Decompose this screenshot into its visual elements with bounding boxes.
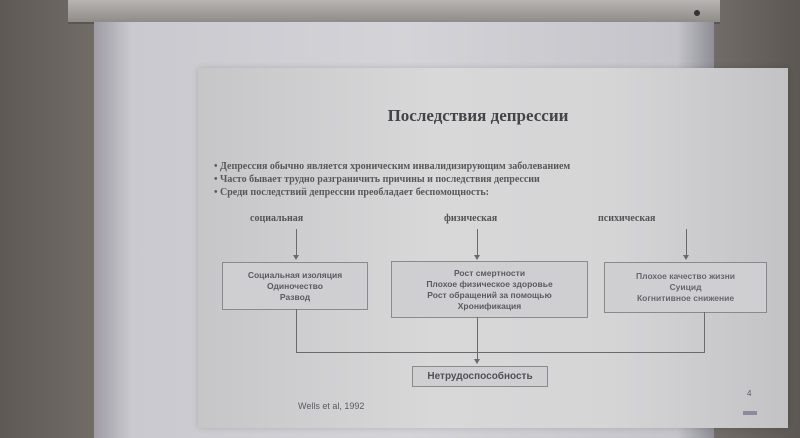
box-physical: Рост смертности Плохое физическое здоров… (391, 261, 588, 318)
arrow-head (293, 255, 299, 260)
box-item: Когнитивное снижение (636, 293, 735, 303)
category-label-physical: физическая (444, 213, 498, 224)
connector-line (477, 317, 478, 359)
category-label-social: социальная (250, 213, 304, 224)
box-item: Плохое качество жизни (636, 271, 735, 281)
arrow-head (683, 255, 689, 260)
bullet-1: Депрессия обычно является хроническим ин… (214, 161, 570, 172)
outcome-label: Нетрудоспособность (427, 371, 533, 382)
arrow-line (477, 229, 478, 255)
connector-line (296, 352, 705, 353)
slide-footer-mark (743, 411, 757, 415)
arrow-line (296, 229, 297, 255)
bullet-2: Часто бывает трудно разграничить причины… (214, 174, 540, 185)
bullet-3: Среди последствий депрессии преобладает … (214, 187, 489, 198)
arrow-head (474, 359, 480, 364)
box-item: Плохое физическое здоровье (426, 278, 553, 289)
category-label-mental: психическая (598, 213, 656, 224)
box-mental: Плохое качество жизни Суицид Когнитивное… (604, 262, 767, 313)
box-item: Одиночество (267, 280, 323, 291)
box-outcome: Нетрудоспособность (412, 366, 548, 387)
arrow-line (686, 229, 687, 255)
box-item: Рост смертности (453, 267, 526, 278)
box-item: Рост обращений за помощью (427, 289, 552, 300)
box-item: Хронификация (457, 300, 522, 311)
projector-screen-housing (68, 0, 720, 24)
connector-line (704, 312, 705, 353)
citation: Wells et al, 1992 (298, 401, 365, 411)
arrow-head (474, 255, 480, 260)
slide-title: Последствия депрессии (387, 106, 569, 125)
box-item: Социальная изоляция (247, 269, 343, 280)
projection-screen: Последствия депрессии Депрессия обычно я… (94, 22, 788, 438)
box-social: Социальная изоляция Одиночество Развод (222, 262, 368, 310)
box-item: Суицид (669, 282, 702, 292)
slide: Последствия депрессии Депрессия обычно я… (198, 68, 788, 428)
housing-button (694, 10, 700, 16)
page-number: 4 (747, 389, 752, 398)
box-item: Развод (279, 291, 311, 302)
connector-line (296, 309, 297, 353)
